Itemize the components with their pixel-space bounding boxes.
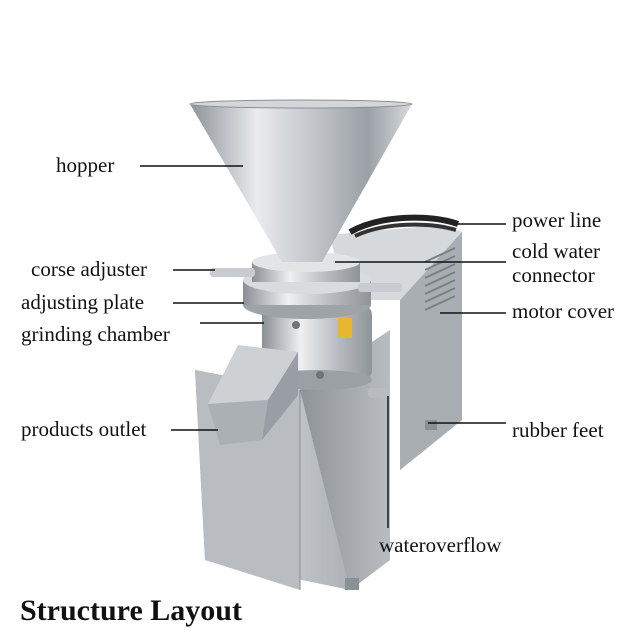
label-motor-cover: motor cover <box>512 299 615 323</box>
label-grinding-chamber: grinding chamber <box>21 322 170 346</box>
label-power-line: power line <box>512 208 602 232</box>
leader-lines <box>140 165 506 528</box>
label-adjusting-plate: adjusting plate <box>21 290 145 314</box>
hopper-part <box>189 99 413 262</box>
label-products-outlet: products outlet <box>21 417 147 441</box>
power-cable <box>348 214 460 238</box>
label-rubber-feet: rubber feet <box>512 418 604 442</box>
diagram-title: Structure Layout <box>20 594 242 627</box>
products-outlet-part <box>208 345 298 445</box>
label-hopper: hopper <box>56 153 115 177</box>
label-corse-adjuster: corse adjuster <box>31 257 148 281</box>
label-cold-water-line1: cold water <box>512 239 601 263</box>
wateroverflow-part <box>368 388 388 398</box>
rubber-feet-part <box>345 420 437 590</box>
label-wateroverflow: wateroverflow <box>379 533 502 557</box>
label-cold-water-line2: connector <box>512 263 595 287</box>
